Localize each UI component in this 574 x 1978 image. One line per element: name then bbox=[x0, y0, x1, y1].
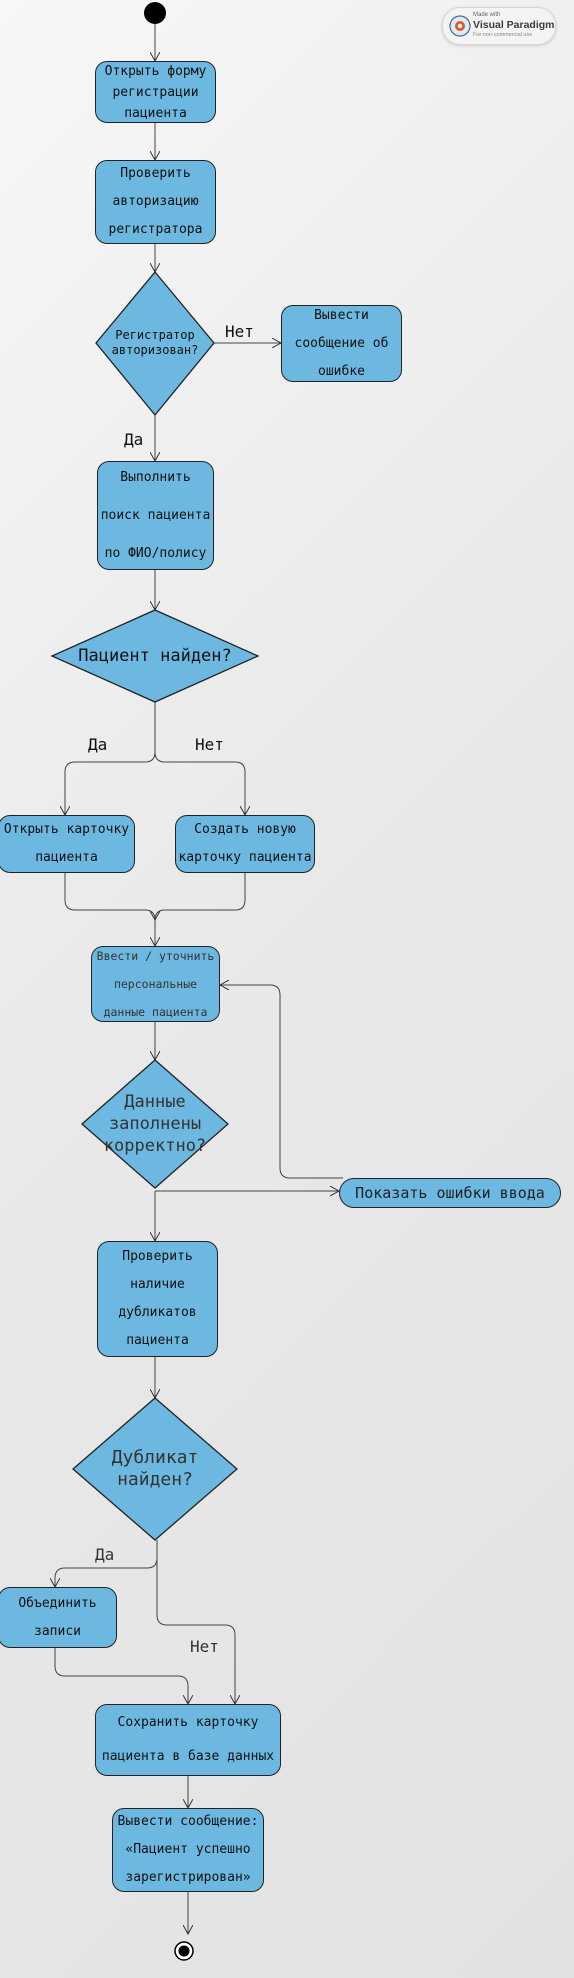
action-check-dup-line-2: наличие bbox=[130, 1277, 185, 1292]
action-success-line-1: Вывести сообщение: bbox=[117, 1814, 259, 1829]
action-save-line-1: Сохранить карточку bbox=[117, 1715, 259, 1730]
action-search-line-3: по ФИО/полису bbox=[104, 545, 207, 561]
edge-create-card-to-enter bbox=[155, 873, 246, 920]
action-merge-line-2: записи bbox=[34, 1623, 81, 1639]
action-enter-data-line-2: персональные bbox=[113, 977, 198, 991]
edge-label-found-yes: Да bbox=[88, 735, 108, 754]
edge-duplicate-no bbox=[156, 1540, 235, 1704]
action-save-card[interactable]: Сохранить карточку пациента в базе данны… bbox=[95, 1704, 281, 1776]
edge-found-yes bbox=[65, 702, 156, 815]
action-success-line-3: зарегистрирован» bbox=[125, 1870, 251, 1885]
action-search-patient[interactable]: Выполнить поиск пациента по ФИО/полису bbox=[97, 461, 214, 570]
action-create-card-line-1: Создать новую bbox=[194, 822, 296, 837]
decision-valid-shape bbox=[81, 1059, 229, 1189]
action-open-form-line-2: регистрации bbox=[112, 84, 199, 100]
action-show-error-line-2: сообщение об bbox=[294, 335, 389, 351]
action-show-error-line-1: Вывести bbox=[314, 307, 369, 323]
edge-merge-to-save bbox=[54, 1648, 188, 1704]
watermark-note: For non-commercial use bbox=[473, 32, 533, 38]
edge-found-no bbox=[154, 751, 245, 815]
action-open-card-line-1: Открыть карточку bbox=[3, 822, 130, 837]
action-enter-data-line-3: данные пациента bbox=[103, 1005, 208, 1019]
decision-authorized-shape bbox=[95, 270, 215, 417]
start-node bbox=[144, 2, 166, 24]
edge-label-found-no: Нет bbox=[195, 735, 224, 754]
action-check-auth[interactable]: Проверить авторизацию регистратора bbox=[95, 160, 216, 244]
action-save-line-2: пациента в базе данных bbox=[101, 1749, 275, 1764]
watermark-made-with: Made with bbox=[473, 12, 501, 18]
decision-found-shape bbox=[50, 609, 260, 703]
edge-errors-back-to-enter bbox=[220, 985, 343, 1179]
visual-paradigm-watermark: Made with Visual Paradigm For non-commer… bbox=[442, 7, 556, 45]
edge-label-auth-no: Нет bbox=[225, 322, 254, 341]
action-check-auth-line-2: авторизацию bbox=[112, 194, 199, 209]
end-node-core bbox=[178, 1945, 190, 1957]
action-show-error-line-3: ошибке bbox=[318, 363, 365, 379]
action-success-line-2: «Пациент успешно bbox=[125, 1842, 251, 1857]
action-check-dup-line-1: Проверить bbox=[122, 1249, 193, 1264]
edge-duplicate-yes bbox=[55, 1540, 158, 1587]
action-input-errors-line-1: Показать ошибки ввода bbox=[355, 1184, 545, 1202]
action-open-form-line-3: пациента bbox=[124, 105, 187, 121]
action-merge-line-1: Объединить bbox=[18, 1595, 97, 1611]
action-create-card-line-2: карточку пациента bbox=[178, 850, 312, 865]
action-open-card[interactable]: Открыть карточку пациента bbox=[0, 815, 135, 873]
action-check-auth-line-1: Проверить bbox=[120, 166, 191, 181]
action-check-dup-line-3: дубликатов bbox=[118, 1305, 197, 1320]
action-enter-data-line-1: Ввести / уточнить bbox=[96, 949, 215, 963]
action-open-form-line-1: Открыть форму bbox=[104, 63, 207, 79]
action-check-auth-line-3: регистратора bbox=[108, 222, 203, 237]
visual-paradigm-logo-icon bbox=[449, 15, 471, 37]
action-enter-data[interactable]: Ввести / уточнить персональные данные па… bbox=[91, 946, 220, 1022]
edge-label-dup-no: Нет bbox=[190, 1637, 219, 1656]
action-check-dup-line-4: пациента bbox=[126, 1333, 189, 1348]
decision-duplicate-shape bbox=[72, 1397, 238, 1541]
edge-open-card-to-enter bbox=[64, 873, 155, 946]
action-check-duplicates[interactable]: Проверить наличие дубликатов пациента bbox=[97, 1241, 218, 1357]
action-open-card-line-2: пациента bbox=[35, 850, 98, 865]
action-merge-records[interactable]: Объединить записи bbox=[0, 1587, 117, 1648]
action-create-card[interactable]: Создать новую карточку пациента bbox=[175, 815, 315, 873]
watermark-brand: Visual Paradigm bbox=[473, 19, 555, 31]
action-search-line-2: поиск пациента bbox=[100, 507, 211, 523]
action-success-message[interactable]: Вывести сообщение: «Пациент успешно заре… bbox=[112, 1808, 264, 1892]
action-open-form[interactable]: Открыть форму регистрации пациента bbox=[95, 61, 216, 123]
edge-label-dup-yes: Да bbox=[95, 1545, 115, 1564]
edge-label-auth-yes: Да bbox=[124, 430, 144, 449]
action-search-line-1: Выполнить bbox=[120, 469, 191, 485]
action-input-errors[interactable]: Показать ошибки ввода bbox=[339, 1178, 561, 1208]
action-show-error[interactable]: Вывести сообщение об ошибке bbox=[281, 305, 402, 382]
